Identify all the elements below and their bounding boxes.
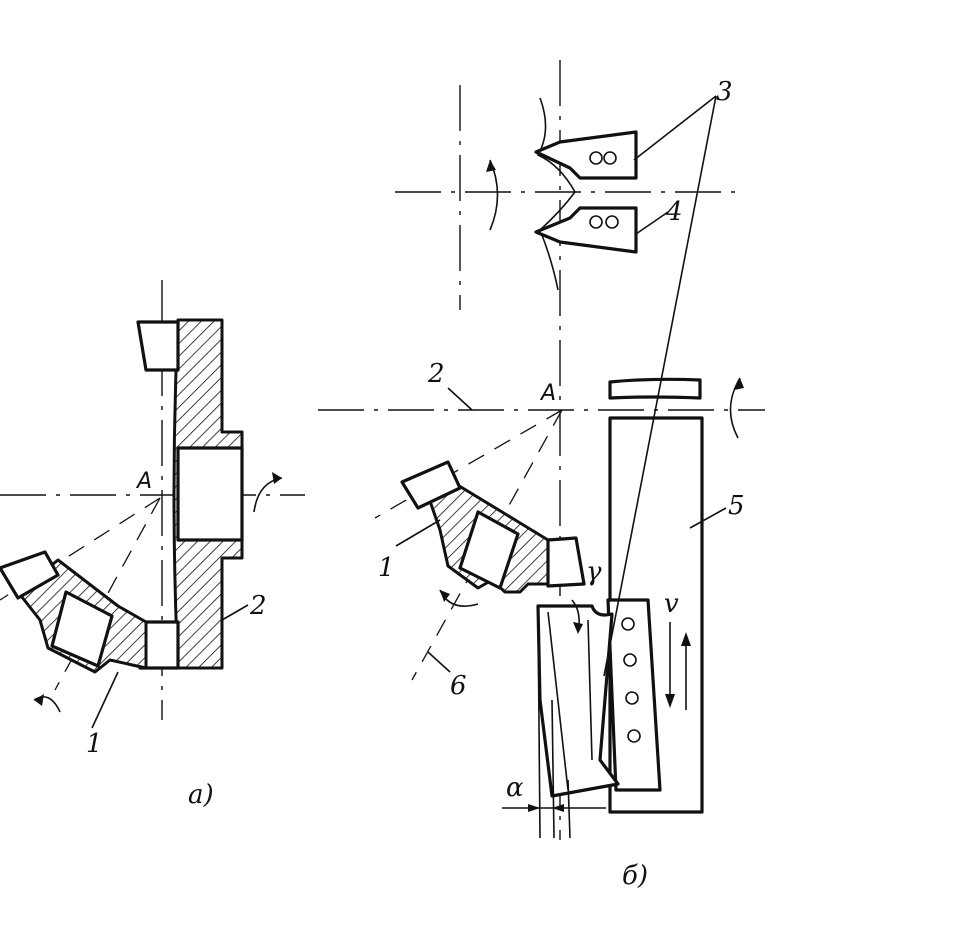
- label-6: 6: [450, 671, 467, 701]
- leader-1-a: [91, 671, 119, 729]
- leader-3b: [603, 95, 717, 677]
- alpha-line-1: [537, 611, 541, 839]
- figure-b: A 2 3 4 5 1 6 γ α v б): [318, 60, 765, 891]
- label-cutter-4: 4: [665, 197, 683, 227]
- arrowhead-detail-icon: [486, 160, 496, 172]
- label-point-a-right: A: [539, 381, 556, 406]
- gamma-arrowhead-icon: [573, 622, 583, 634]
- arrowhead-gear-2-b-icon: [734, 378, 744, 390]
- cutter-4-bottom: [534, 206, 638, 254]
- label-gear-1-left: 1: [86, 729, 103, 759]
- holder-hole-3: [625, 691, 639, 705]
- gear-2-hub: [176, 446, 244, 542]
- arrowhead-gear-1-icon: [34, 694, 44, 706]
- label-alpha: α: [506, 773, 524, 803]
- gear-1-b-bore: [458, 510, 520, 590]
- alpha-arrow-left-icon: [552, 804, 564, 812]
- leader-2-b: [447, 387, 473, 411]
- label-gear-2-right: 2: [427, 359, 445, 389]
- cutter-3-hole-1: [589, 151, 603, 165]
- label-velocity: v: [664, 589, 679, 619]
- gear-2-tooth-top: [136, 320, 180, 372]
- holder-hole-1: [621, 617, 635, 631]
- holder-hole-4: [627, 729, 641, 743]
- leader-5: [689, 507, 727, 529]
- rotation-arrow-gear-2-b-icon: [729, 377, 741, 439]
- leader-1-b: [395, 519, 441, 547]
- cutter-holder: [606, 598, 662, 792]
- alpha-arrow-right-icon: [528, 804, 540, 812]
- cutter-4-hole-2: [605, 215, 619, 229]
- arrowhead-gear-1-b-icon: [440, 590, 450, 602]
- gear-1-b-tooth-top: [400, 460, 462, 510]
- caption-b: б): [622, 861, 648, 891]
- motion-arrowhead-up-icon: [681, 632, 691, 646]
- label-point-a-left: A: [135, 469, 152, 494]
- cutter-4-hole-1: [589, 215, 603, 229]
- caption-a: а): [188, 780, 214, 810]
- cutter-3-hole-2: [603, 151, 617, 165]
- label-gear-1-right: 1: [378, 553, 395, 583]
- holder-hole-2: [623, 653, 637, 667]
- label-slide-5: 5: [728, 491, 745, 521]
- alpha-line-3: [567, 779, 571, 839]
- gear-1-tooth-left: [0, 550, 60, 600]
- label-gamma: γ: [586, 557, 602, 587]
- cutter-3-top: [534, 130, 638, 180]
- label-gear-2-left: 2: [249, 591, 267, 621]
- cutter-inner-line-1: [547, 611, 569, 791]
- gear-1-bore: [50, 590, 114, 668]
- arrowhead-gear-2-icon: [272, 472, 282, 484]
- label-cutter-3: 3: [716, 77, 733, 107]
- planing-cutter: [536, 604, 620, 798]
- tooth-profile-curve: [536, 97, 576, 291]
- leader-6: [427, 651, 451, 673]
- gear-2-blank: [608, 377, 702, 400]
- gear-1-b-tooth-right: [546, 536, 586, 588]
- motion-arrowhead-down-icon: [665, 694, 675, 708]
- cutter-inner-line-2: [587, 619, 593, 761]
- leader-4: [635, 211, 669, 235]
- alpha-line-2: [551, 699, 555, 839]
- leader-2-a: [221, 604, 249, 621]
- figure-a: A 2 1 а): [0, 280, 305, 810]
- leader-3a: [633, 95, 717, 161]
- pitch-line-b1: [374, 409, 563, 519]
